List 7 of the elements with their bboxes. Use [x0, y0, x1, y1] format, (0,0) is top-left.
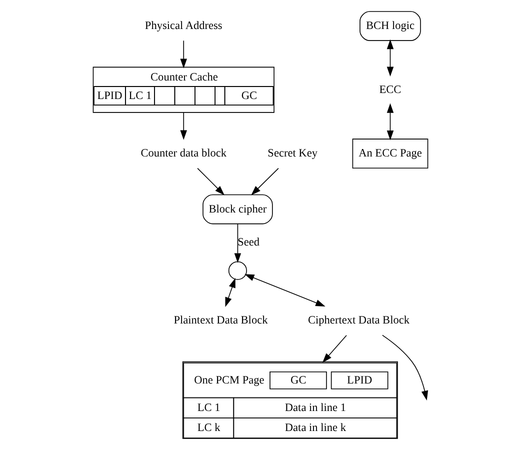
edge-label: Seed: [237, 236, 260, 249]
node-text: Ciphertext Data Block: [308, 314, 410, 327]
node-text: Plaintext Data Block: [173, 314, 268, 327]
node-text: Secret Key: [267, 148, 317, 160]
node-text: Counter data block: [140, 148, 226, 160]
node-text: Physical Address: [144, 20, 222, 32]
node-text: ECC: [378, 84, 401, 96]
